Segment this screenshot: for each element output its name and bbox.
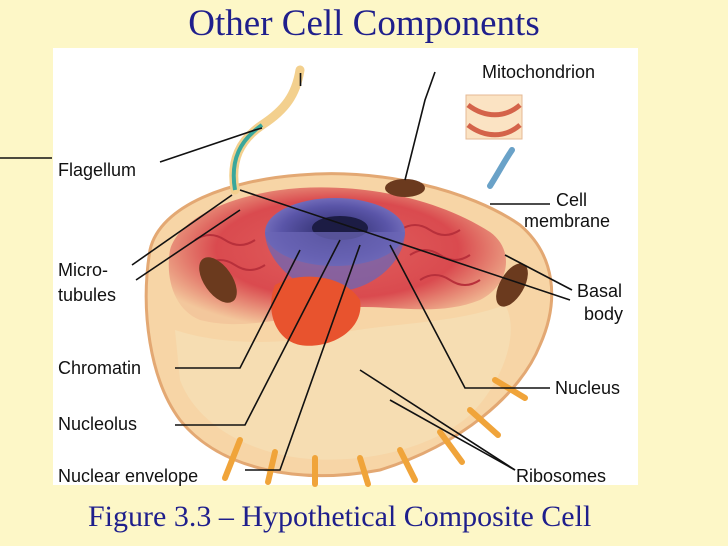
label-chromatin: Chromatin	[58, 358, 141, 378]
orientation-marker: I	[298, 70, 303, 90]
leader-lines	[0, 71, 573, 471]
inset-arrow	[487, 147, 515, 189]
labels: I Flagellum Micro- tubules Chromatin Nuc…	[58, 62, 623, 486]
label-nucleolus: Nucleolus	[58, 414, 137, 434]
label-flagellum: Flagellum	[58, 160, 136, 180]
label-cell-membrane-line2: membrane	[524, 211, 610, 231]
nucleus-structure	[265, 198, 405, 346]
figure-caption: Figure 3.3 – Hypothetical Composite Cell	[88, 500, 592, 533]
label-cell-membrane-line1: Cell	[556, 190, 587, 210]
slide-title: Other Cell Components	[188, 3, 540, 44]
label-mitochondrion: Mitochondrion	[482, 62, 595, 82]
label-nucleus: Nucleus	[555, 378, 620, 398]
flagellum-structure	[229, 65, 305, 195]
label-microtubules-line2: tubules	[58, 285, 116, 305]
label-ribosomes: Ribosomes	[516, 466, 606, 486]
label-basal-body-line2: body	[584, 304, 623, 324]
label-basal-body-line1: Basal	[577, 281, 622, 301]
label-nuclear-envelope: Nuclear envelope	[58, 466, 198, 486]
label-microtubules-line1: Micro-	[58, 260, 108, 280]
mitochondrion-top	[385, 179, 425, 197]
mitochondria	[199, 179, 528, 307]
flagellum-shaft	[229, 65, 305, 195]
nucleolus-shape	[271, 276, 361, 346]
mitochondrion-left	[199, 257, 237, 303]
surface-projections	[222, 377, 528, 487]
membrane-inset	[465, 94, 523, 189]
mitochondrion-right	[496, 263, 528, 307]
